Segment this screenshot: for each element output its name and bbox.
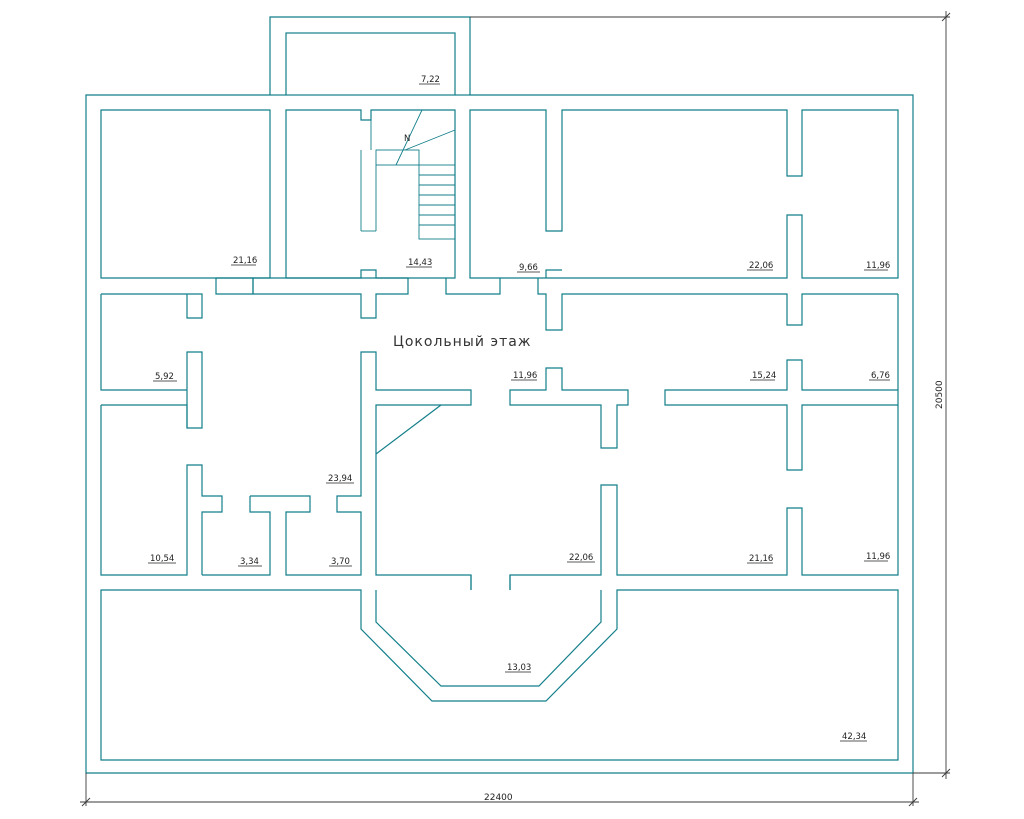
room-area-labels: 7,22 21,16 14,43 9,66 22,06 11,96 5,92 1… <box>148 75 890 742</box>
height-dimension: 20500 <box>470 11 951 779</box>
room-area-label: 23,94 <box>328 474 352 484</box>
height-dimension-text: 20500 <box>935 380 945 409</box>
room-area-label: 3,70 <box>331 557 350 567</box>
room-area-label: 21,16 <box>749 554 773 564</box>
room-area-label: 22,06 <box>749 261 773 271</box>
room-area-label: 6,76 <box>871 371 890 381</box>
room-area-label: 14,43 <box>408 258 432 268</box>
room-area-label: 15,24 <box>752 371 776 381</box>
room-area-label: 11,96 <box>513 371 537 381</box>
room-area-label: 11,96 <box>866 552 890 562</box>
staircase: N <box>360 109 456 240</box>
north-marker: N <box>404 134 410 144</box>
room-area-label: 9,66 <box>519 263 538 273</box>
room-area-label: 42,34 <box>842 732 866 742</box>
room-area-label: 21,16 <box>233 256 257 266</box>
room-area-label: 5,92 <box>155 372 174 382</box>
width-dimension: 22400 <box>80 773 919 807</box>
room-area-label: 11,96 <box>866 261 890 271</box>
floor-title: Цокольный этаж <box>393 334 531 350</box>
room-area-label: 13,03 <box>507 663 531 673</box>
room-area-label: 22,06 <box>569 553 593 563</box>
room-area-label: 7,22 <box>421 75 440 85</box>
room-area-label: 3,34 <box>240 557 259 567</box>
room-area-label: 10,54 <box>150 554 174 564</box>
width-dimension-text: 22400 <box>484 793 513 803</box>
building-walls <box>85 16 914 774</box>
